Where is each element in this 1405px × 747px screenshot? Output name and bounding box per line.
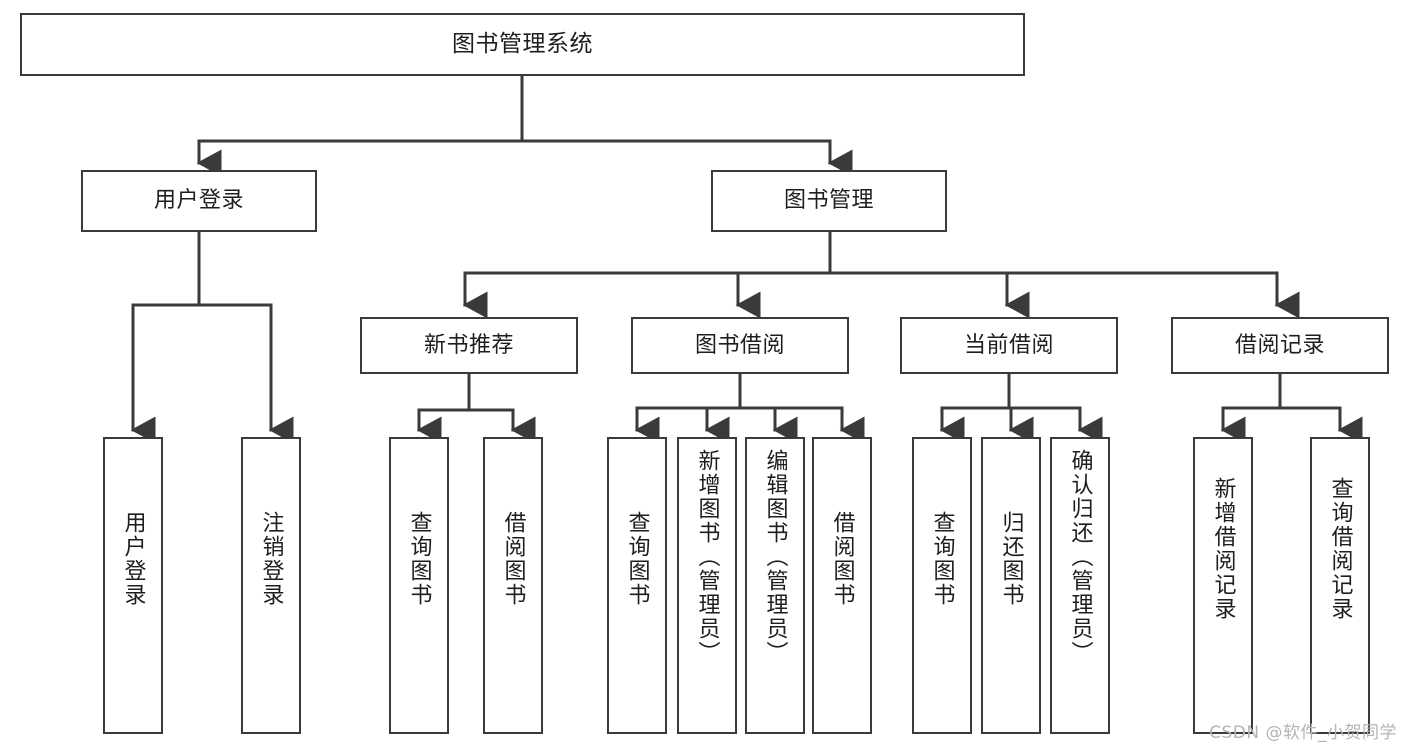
node-leaf-confirm-return-label: 确认归还（管理员） <box>1067 449 1093 665</box>
node-leaf-query-record-label: 查询借阅记录 <box>1327 477 1353 621</box>
node-leaf-edit-book-label: 编辑图书（管理员） <box>762 449 788 665</box>
node-book-management-label: 图书管理 <box>783 188 874 214</box>
node-root[interactable]: 图书管理系统 <box>20 13 1025 76</box>
node-borrow-record[interactable]: 借阅记录 <box>1171 317 1389 374</box>
node-current-borrow-label: 当前借阅 <box>963 332 1054 358</box>
node-borrow-record-label: 借阅记录 <box>1234 332 1325 358</box>
node-leaf-user-login-label: 用户登录 <box>120 511 146 607</box>
node-leaf-edit-book[interactable]: 编辑图书（管理员） <box>745 437 805 734</box>
node-leaf-add-book-label: 新增图书（管理员） <box>694 449 720 665</box>
node-leaf-query-book-3-label: 查询图书 <box>929 511 955 607</box>
node-leaf-borrow-book-1-label: 借阅图书 <box>500 511 526 607</box>
node-leaf-query-book-1-label: 查询图书 <box>406 511 432 607</box>
node-user-login[interactable]: 用户登录 <box>81 170 317 232</box>
node-leaf-borrow-book-1[interactable]: 借阅图书 <box>483 437 543 734</box>
node-root-label: 图书管理系统 <box>452 30 593 57</box>
node-leaf-query-record[interactable]: 查询借阅记录 <box>1310 437 1370 734</box>
node-book-borrow-label: 图书借阅 <box>694 332 785 358</box>
csdn-watermark: CSDN @软件_小贺同学 <box>1209 723 1397 743</box>
node-user-login-label: 用户登录 <box>153 188 244 214</box>
node-leaf-query-book-3[interactable]: 查询图书 <box>912 437 972 734</box>
node-leaf-return-book-label: 归还图书 <box>998 511 1024 607</box>
node-leaf-borrow-book-2[interactable]: 借阅图书 <box>812 437 872 734</box>
node-book-management[interactable]: 图书管理 <box>711 170 947 232</box>
node-new-book-recommend[interactable]: 新书推荐 <box>360 317 578 374</box>
node-leaf-add-book[interactable]: 新增图书（管理员） <box>677 437 737 734</box>
node-leaf-query-book-2-label: 查询图书 <box>624 511 650 607</box>
node-leaf-user-logout-label: 注销登录 <box>258 511 284 607</box>
node-book-borrow[interactable]: 图书借阅 <box>631 317 849 374</box>
node-new-book-recommend-label: 新书推荐 <box>423 332 514 358</box>
node-leaf-confirm-return[interactable]: 确认归还（管理员） <box>1050 437 1110 734</box>
node-leaf-query-book-2[interactable]: 查询图书 <box>607 437 667 734</box>
node-leaf-add-record[interactable]: 新增借阅记录 <box>1193 437 1253 734</box>
node-leaf-user-login[interactable]: 用户登录 <box>103 437 163 734</box>
node-current-borrow[interactable]: 当前借阅 <box>900 317 1118 374</box>
node-leaf-add-record-label: 新增借阅记录 <box>1210 477 1236 621</box>
node-leaf-user-logout[interactable]: 注销登录 <box>241 437 301 734</box>
node-leaf-borrow-book-2-label: 借阅图书 <box>829 511 855 607</box>
node-leaf-query-book-1[interactable]: 查询图书 <box>389 437 449 734</box>
node-leaf-return-book[interactable]: 归还图书 <box>981 437 1041 734</box>
